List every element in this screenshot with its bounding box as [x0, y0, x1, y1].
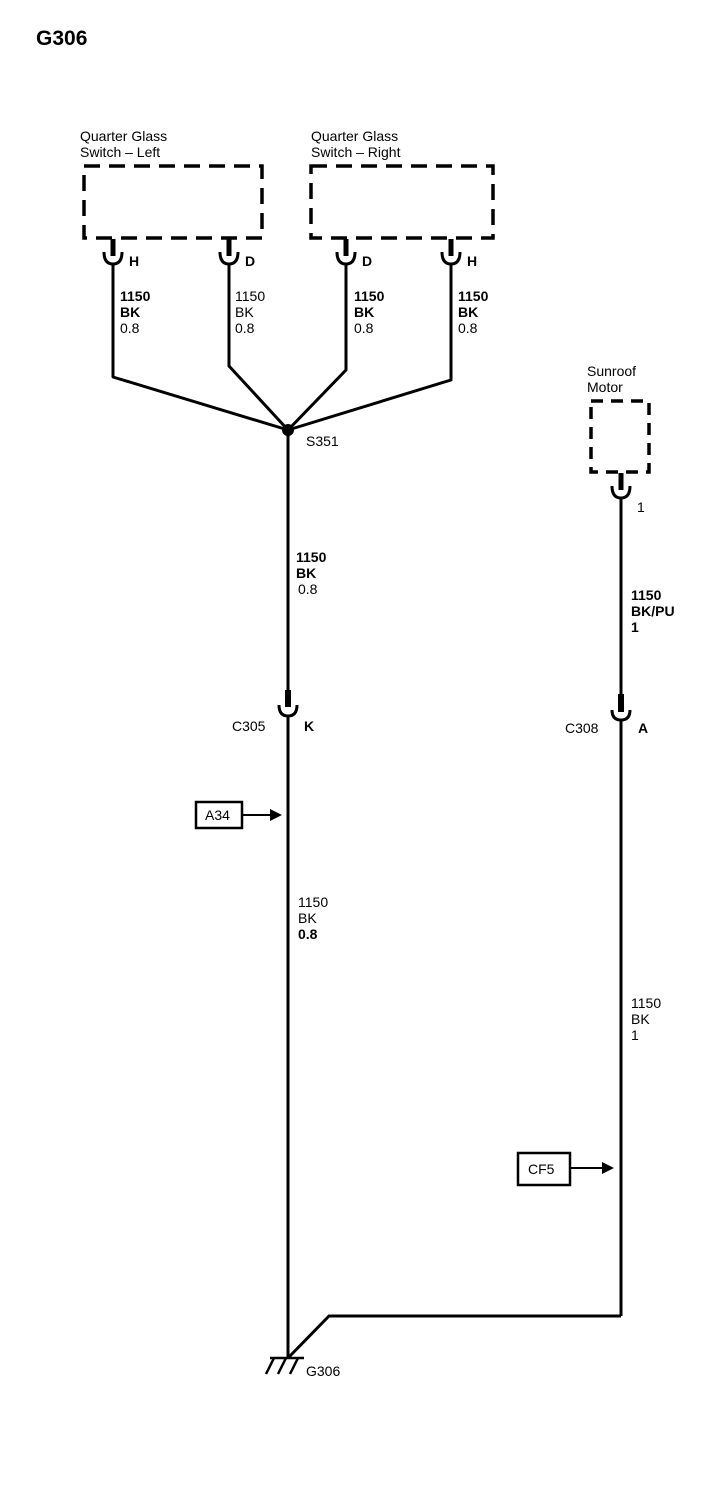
right-switch-label-2: Switch – Right — [311, 144, 401, 160]
pin-sunroof-1: 1 — [637, 499, 645, 515]
c305-connector — [277, 690, 299, 718]
svg-text:0.8: 0.8 — [235, 320, 255, 336]
sunroof-motor-label-1: Sunroof — [587, 363, 636, 379]
terminals — [102, 239, 632, 500]
svg-text:BK: BK — [120, 304, 140, 320]
a34-reference-label: A34 — [205, 807, 230, 823]
pin-right-d: D — [362, 253, 372, 269]
c308-connector — [610, 694, 632, 722]
svg-text:1: 1 — [631, 619, 639, 635]
wire-label-w2: 1150 BK 0.8 — [235, 288, 265, 336]
svg-text:0.8: 0.8 — [354, 320, 374, 336]
svg-text:0.8: 0.8 — [298, 926, 318, 942]
svg-text:1150: 1150 — [631, 587, 662, 603]
c305-pin: K — [304, 718, 314, 734]
svg-text:1150: 1150 — [296, 549, 327, 565]
wire-label-trunk-lower: 1150 BK 0.8 — [298, 894, 328, 942]
c308-pin: A — [638, 720, 648, 736]
upper-wires — [111, 264, 453, 432]
wire-label-w1: 1150 BK 0.8 — [120, 288, 151, 336]
svg-text:BK: BK — [298, 910, 317, 926]
wire-label-sunroof-lower: 1150 BK 1 — [631, 995, 661, 1043]
left-switch-label-2: Switch – Left — [80, 144, 160, 160]
a34-reference-box[interactable] — [194, 800, 244, 830]
sunroof-to-ground-wire — [286, 1314, 621, 1360]
page-title: G306 — [36, 27, 87, 50]
svg-text:0.8: 0.8 — [298, 581, 318, 597]
ground-label: G306 — [306, 1363, 340, 1379]
left-switch-label-1: Quarter Glass — [80, 128, 167, 144]
svg-text:BK: BK — [458, 304, 478, 320]
pin-right-h: H — [467, 253, 477, 269]
c305-label: C305 — [232, 718, 266, 734]
cf5-arrow-head — [602, 1162, 614, 1174]
right-switch-box — [309, 164, 495, 240]
svg-text:BK: BK — [631, 1011, 650, 1027]
ground-icon — [264, 1356, 304, 1375]
wire-label-trunk-upper: 1150 BK 0.8 — [296, 549, 327, 597]
splice-label: S351 — [306, 433, 339, 449]
svg-text:BK/PU: BK/PU — [631, 603, 675, 619]
wire-label-w3: 1150 BK 0.8 — [354, 288, 385, 336]
pin-left-h: H — [129, 253, 139, 269]
svg-text:1150: 1150 — [631, 995, 661, 1011]
a34-arrow-head — [270, 809, 282, 821]
wire-label-w4: 1150 BK 0.8 — [458, 288, 489, 336]
left-switch-box — [82, 164, 264, 240]
svg-text:0.8: 0.8 — [458, 320, 478, 336]
svg-text:1150: 1150 — [120, 288, 151, 304]
svg-text:BK: BK — [354, 304, 374, 320]
cf5-reference-label: CF5 — [528, 1161, 555, 1177]
svg-text:0.8: 0.8 — [120, 320, 140, 336]
wire-label-sunroof-upper: 1150 BK/PU 1 — [631, 587, 675, 635]
right-switch-label-1: Quarter Glass — [311, 128, 398, 144]
svg-text:1150: 1150 — [298, 894, 328, 910]
pin-left-d: D — [245, 253, 255, 269]
svg-text:1: 1 — [631, 1027, 639, 1043]
c308-label: C308 — [565, 720, 599, 736]
sunroof-motor-label-2: Motor — [587, 379, 623, 395]
sunroof-motor-box — [589, 399, 651, 474]
svg-text:1150: 1150 — [458, 288, 489, 304]
svg-text:1150: 1150 — [235, 288, 265, 304]
svg-text:1150: 1150 — [354, 288, 385, 304]
svg-text:BK: BK — [296, 565, 316, 581]
svg-text:BK: BK — [235, 304, 254, 320]
